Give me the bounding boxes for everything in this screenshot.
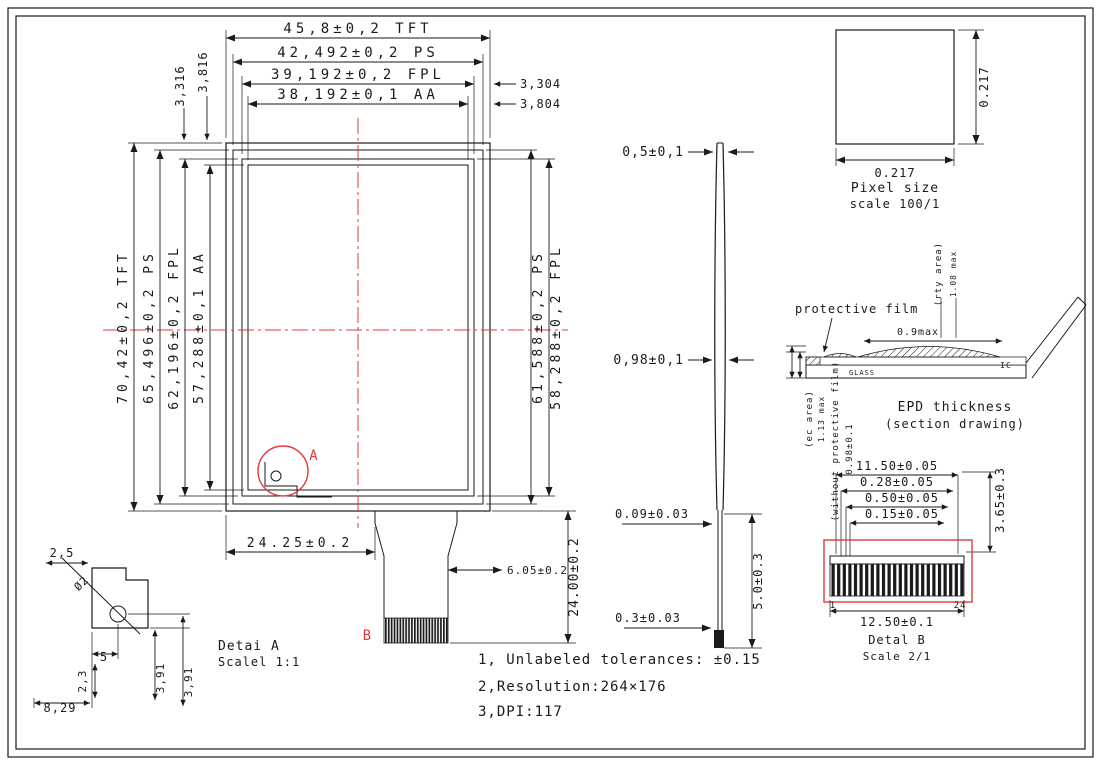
dim-tail-offset: 24.25±0.2 xyxy=(247,536,353,551)
ec-area-label: (ec area) xyxy=(805,390,815,448)
pixel-caption-1: Pixel size xyxy=(851,181,939,196)
dim-b-365: 3.65±0.3 xyxy=(993,467,1007,533)
dim-aa-width: 38,192±0,1 AA xyxy=(277,87,439,103)
dim-tail-edge: 6.05±0.2 xyxy=(507,564,568,577)
section-title-2: (section drawing) xyxy=(885,417,1025,431)
section-view: protective film GLASS IC 0.9max (rty are… xyxy=(786,242,1087,521)
detail-a-hole xyxy=(109,605,127,623)
note-dpi: 3,DPI:117 xyxy=(478,704,563,720)
detail-b-title-1: Detal B xyxy=(868,633,926,647)
ic-label: IC xyxy=(1000,361,1012,370)
pin-number-first: 1 xyxy=(830,601,836,611)
dim-03: 0.3±0.03 xyxy=(615,611,681,625)
dim-09max: 0.9max xyxy=(897,327,939,338)
dim-pixel-height: 0.217 xyxy=(977,66,991,107)
protective-film-leader xyxy=(822,317,833,353)
fpc-tail xyxy=(374,511,458,644)
dim-b-1250: 12.50±0.1 xyxy=(860,615,934,629)
dim-tail-length: 24.00±0.2 xyxy=(567,537,582,616)
note-tolerances: 1, Unlabeled tolerances: ±0.15 xyxy=(478,652,761,668)
side-view: 0,5±0,1 0,98±0,1 0.09±0.03 5.0±0.3 0.3±0… xyxy=(613,142,765,649)
dim-fpl-width: 39,192±0,2 FPL xyxy=(271,67,445,83)
connector-pins xyxy=(383,617,449,644)
centerlines xyxy=(103,118,568,528)
dim-098: 0.98±0.1 xyxy=(845,423,855,474)
dim-a-23: 2,3 xyxy=(76,670,89,693)
top-left-offset-dims xyxy=(181,96,210,140)
detail-a-leader xyxy=(61,557,141,635)
left-dimension-lines xyxy=(128,142,244,512)
notes-block: 1, Unlabeled tolerances: ±0.15 2,Resolut… xyxy=(478,652,761,720)
detail-a-title-2: Scalel 1:1 xyxy=(218,655,300,669)
bottom-dimension-lines xyxy=(225,510,576,644)
dim-ps-height: 65,496±0,2 PS xyxy=(142,250,157,404)
side-connector xyxy=(714,630,724,648)
detail-a-view: Ø2 2,5 5 2,3 8,29 3,91 3,91 Detai A Scal… xyxy=(33,546,300,715)
detail-b-marker: B xyxy=(363,628,372,644)
section-left-dims xyxy=(786,345,806,379)
dim-pixel-width: 0.217 xyxy=(874,166,915,180)
pixel-square xyxy=(835,29,955,145)
pixel-caption-2: scale 100/1 xyxy=(850,197,940,211)
dim-offset-3316: 3,316 xyxy=(173,65,187,106)
detail-b-pins xyxy=(829,555,965,597)
section-strip xyxy=(805,296,1087,379)
dim-ps-height-right: 61,588±0,2 PS xyxy=(531,250,546,404)
dim-tail-5: 5.0±0.3 xyxy=(751,552,765,610)
section-top-dim xyxy=(864,298,1002,344)
rty-area-label: (rty area) xyxy=(934,242,944,306)
dim-b-015: 0.15±0.05 xyxy=(865,507,939,521)
dim-fpl-height-right: 58,288±0,2 FPL xyxy=(549,244,564,410)
dim-offset-3304: 3,304 xyxy=(520,77,561,91)
pin-number-last: 24 xyxy=(954,601,967,611)
dim-fpl-height: 62,196±0,2 FPL xyxy=(167,244,182,410)
dim-b-028: 0.28±0.05 xyxy=(860,475,934,489)
detail-a-title-1: Detai A xyxy=(218,639,280,654)
dim-a-829: 8,29 xyxy=(44,701,77,715)
dim-b-050: 0.50±0.05 xyxy=(865,491,939,505)
dim-tft-height: 70,42±0,2 TFT xyxy=(116,250,131,404)
detail-a-marker: A xyxy=(309,448,318,464)
dim-a-391-a: 3,91 xyxy=(154,663,167,694)
protective-film-label: protective film xyxy=(795,302,918,316)
detail-b-width-dim xyxy=(829,600,965,617)
section-title-1: EPD thickness xyxy=(898,400,1013,415)
detail-a-shape xyxy=(91,567,149,629)
dim-a-391-b: 3,91 xyxy=(182,667,195,698)
dim-b-1150: 11.50±0.05 xyxy=(856,459,938,473)
dim-thickness-top: 0,5±0,1 xyxy=(622,145,684,160)
pixel-view: 0.217 0.217 Pixel size scale 100/1 xyxy=(835,29,991,211)
dim-a-25: 2,5 xyxy=(50,546,75,560)
dim-a-5: 5 xyxy=(100,650,108,664)
dim-a-dia2: Ø2 xyxy=(72,574,92,594)
note-resolution: 2,Resolution:264×176 xyxy=(478,679,667,695)
dim-ps-width: 42,492±0,2 PS xyxy=(277,45,439,61)
dim-108max: 1.08 max xyxy=(949,251,958,298)
dim-113max: 1.13 max xyxy=(817,396,826,443)
glass-label: GLASS xyxy=(849,369,875,377)
dim-thickness-mid: 0,98±0,1 xyxy=(613,353,684,368)
detail-b-highlight-box xyxy=(823,539,973,603)
dim-offset-3816: 3,816 xyxy=(196,51,210,92)
dim-009: 0.09±0.03 xyxy=(615,507,689,521)
dim-aa-height: 57,288±0,1 AA xyxy=(192,250,207,404)
drawing-border xyxy=(7,7,1094,758)
detail-a-callout-circle xyxy=(257,445,309,497)
right-dimension-lines xyxy=(477,149,555,505)
detail-a-dimension-lines xyxy=(33,560,190,708)
detail-b-dimension-lines xyxy=(835,471,996,560)
top-right-offset-dims xyxy=(494,81,516,107)
side-profile xyxy=(714,142,726,648)
top-dimension-lines xyxy=(225,30,491,160)
dim-tft-width: 45,8±0,2 TFT xyxy=(283,21,432,37)
dim-offset-3804: 3,804 xyxy=(520,97,561,111)
without-film-label: (without protective film) xyxy=(831,361,841,521)
side-dimension-lines xyxy=(622,148,762,649)
detail-b-view: 11.50±0.05 0.28±0.05 0.50±0.05 0.15±0.05… xyxy=(823,459,1007,663)
main-view: 45,8±0,2 TFT 42,492±0,2 PS 39,192±0,2 FP… xyxy=(103,21,582,644)
pixel-dimension-lines xyxy=(835,29,984,166)
corner-feature xyxy=(264,462,332,498)
detail-b-title-2: Scale 2/1 xyxy=(863,650,932,663)
